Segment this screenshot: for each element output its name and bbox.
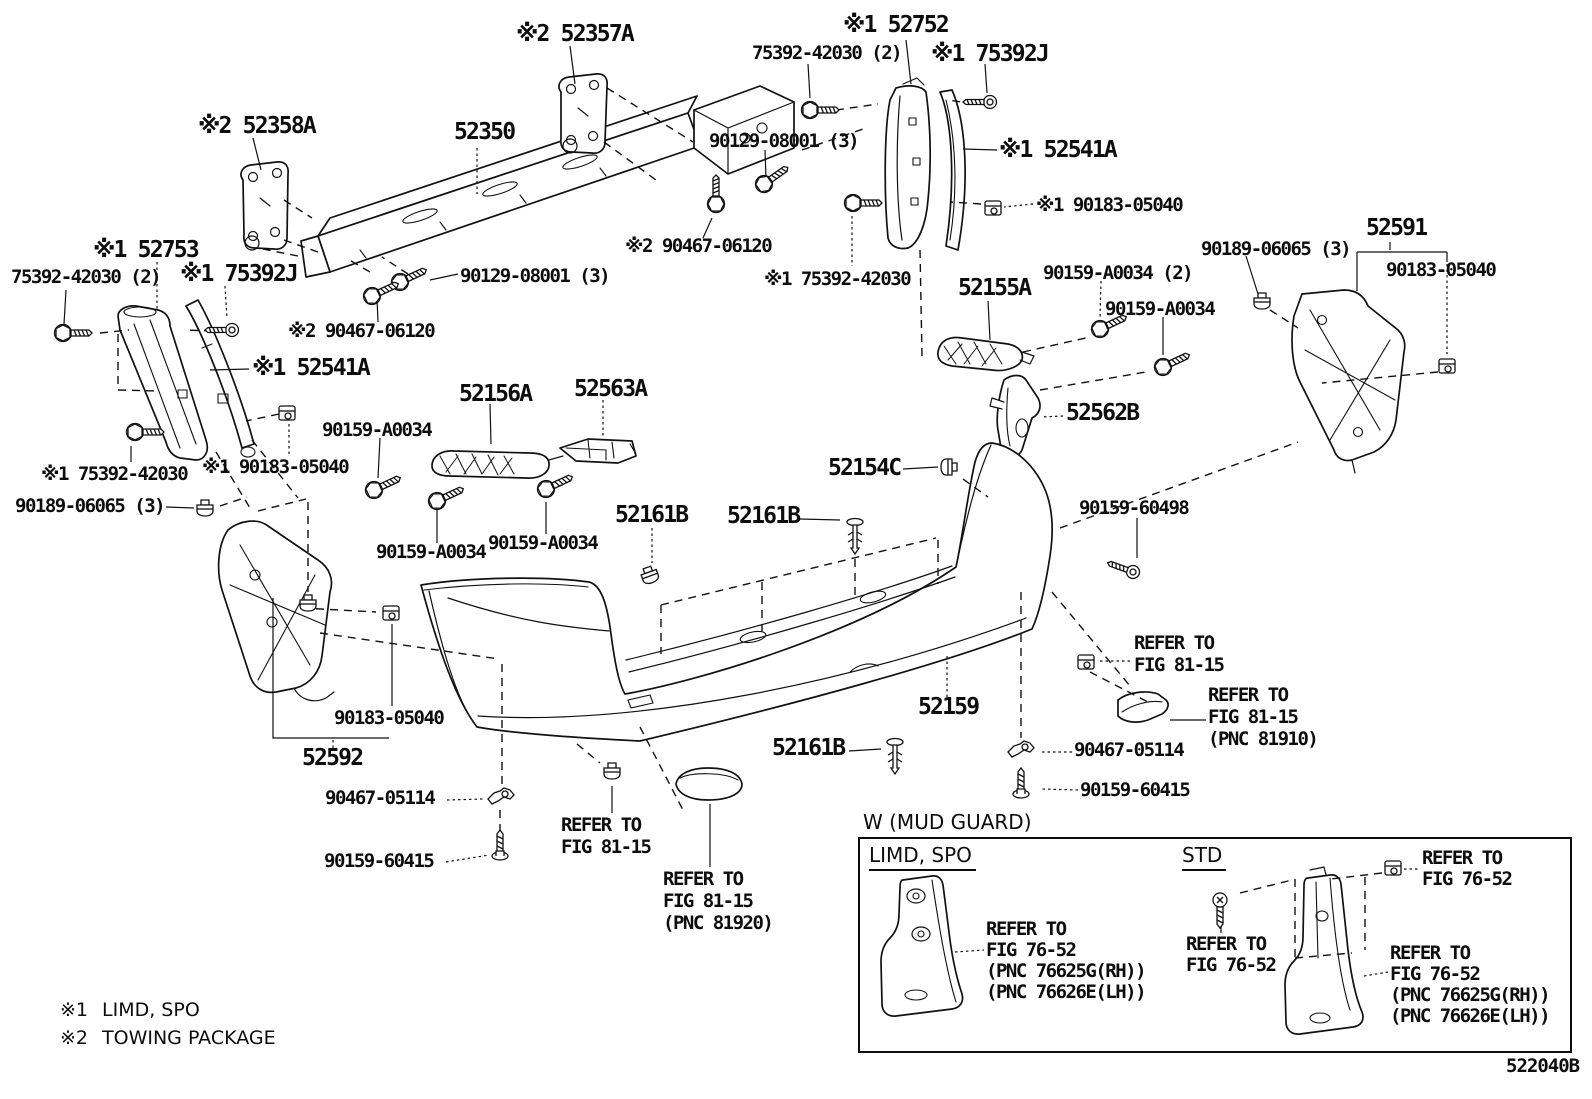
part-52563a-drawing	[559, 438, 637, 464]
label-90183-05040-bottom: 90183-05040	[334, 707, 445, 729]
part-mud-guard-limd-drawing	[880, 875, 964, 1017]
figure-code: 522040B	[1506, 1055, 1580, 1077]
mud-guard-box	[858, 837, 1572, 1053]
part-52591-drawing	[1291, 289, 1406, 474]
legend-symbol-2: ※2	[60, 1027, 89, 1049]
label-90183-05040-far-right: 90183-05040	[1386, 259, 1497, 281]
label-52753: ※1 52753	[93, 237, 200, 263]
label-52563a: 52563A	[574, 376, 648, 402]
label-90159-60498: 90159-60498	[1079, 497, 1190, 519]
label-90159-a0034-x2: 90159-A0034 (2)	[1043, 262, 1194, 284]
part-52358a-drawing	[240, 161, 289, 251]
legend-item-1: ※1 LIMD, SPO	[60, 999, 200, 1021]
part-pad-pnc81920-drawing	[675, 767, 743, 801]
label-refer-fig8115-right: REFER TO FIG 81-15	[1134, 632, 1225, 676]
label-90129-08001-mid: 90129-08001 (3)	[460, 265, 611, 287]
label-refer-fig8115-pnc81910: REFER TO FIG 81-15 (PNC 81910)	[1208, 684, 1319, 750]
dotted-leader-lines	[156, 148, 1448, 977]
label-90159-a0034-b1: 90159-A0034	[376, 541, 487, 563]
label-75392j-right: ※1 75392J	[931, 41, 1050, 67]
label-90189-06065-right: 90189-06065 (3)	[1201, 238, 1352, 260]
leader-lines	[63, 39, 1448, 933]
part-52155a-drawing	[937, 336, 1035, 372]
label-52591: 52591	[1366, 215, 1428, 241]
label-90129-08001-top: 90129-08001 (3)	[709, 130, 860, 152]
label-52155a: 52155A	[958, 275, 1032, 301]
legend-text-1: LIMD, SPO	[102, 999, 200, 1021]
label-52159: 52159	[918, 694, 980, 720]
assembly-dashed-lines	[99, 87, 1439, 959]
legend-symbol-1: ※1	[60, 999, 89, 1021]
label-52541a-left: ※1 52541A	[252, 355, 371, 381]
label-75392-42030-left: 75392-42030 (2)	[11, 266, 162, 288]
part-52592-drawing	[217, 520, 335, 702]
part-52562b-drawing	[989, 374, 1041, 459]
label-refer-fig8115-bottomleft: REFER TO FIG 81-15	[561, 814, 652, 858]
part-reflector-pnc81910-drawing	[1117, 691, 1169, 723]
label-90159-60415-left: 90159-60415	[324, 850, 435, 872]
part-52156a-drawing	[431, 450, 564, 479]
part-52752-drawing	[884, 77, 932, 250]
label-52541a-right: ※1 52541A	[999, 137, 1118, 163]
label-90159-a0034-b2: 90159-A0034	[488, 532, 599, 554]
label-90467-06120-top: ※2 90467-06120	[625, 235, 773, 257]
legend-item-2: ※2 TOWING PACKAGE	[60, 1027, 276, 1049]
label-90189-06065-left: 90189-06065 (3)	[15, 495, 166, 517]
label-refer-fig8115-pnc81920: REFER TO FIG 81-15 (PNC 81920)	[663, 868, 774, 934]
part-52541a-right-drawing	[939, 89, 966, 251]
label-75392-42030-mid: ※1 75392-42030	[41, 463, 189, 485]
label-90467-05114-right: 90467-05114	[1074, 739, 1185, 761]
label-75392-42030-top: 75392-42030 (2)	[752, 42, 903, 64]
label-75392-42030-right: ※1 75392-42030	[764, 268, 912, 290]
label-90467-05114-left: 90467-05114	[325, 787, 436, 809]
part-mud-guard-std-drawing	[1284, 866, 1364, 1035]
label-90159-a0034-left: 90159-A0034	[322, 419, 433, 441]
mud-guard-ref-limd: REFER TO FIG 76-52 (PNC 76625G(RH)) (PNC…	[986, 918, 1147, 1003]
label-90183-05040-mid: ※1 90183-05040	[202, 456, 350, 478]
label-90183-05040-right: ※1 90183-05040	[1036, 194, 1184, 216]
label-52161b-3: 52161B	[772, 735, 846, 761]
label-52154c: 52154C	[828, 455, 902, 481]
mud-guard-ref-std-screw: REFER TO FIG 76-52	[1186, 933, 1277, 976]
label-52161b-1: 52161B	[615, 502, 689, 528]
label-52350: 52350	[454, 119, 516, 145]
label-52156a: 52156A	[459, 381, 533, 407]
label-52592: 52592	[302, 745, 364, 771]
label-52161b-2: 52161B	[727, 503, 801, 529]
label-52752: ※1 52752	[843, 12, 950, 38]
part-52159-drawing	[420, 442, 1053, 742]
legend-text-2: TOWING PACKAGE	[102, 1027, 276, 1049]
label-90467-06120-mid: ※2 90467-06120	[288, 320, 436, 342]
label-52358a: ※2 52358A	[198, 113, 317, 139]
label-90159-a0034-right: 90159-A0034	[1105, 298, 1216, 320]
mud-guard-ref-std-guard: REFER TO FIG 76-52 (PNC 76625G(RH)) (PNC…	[1390, 942, 1551, 1027]
label-75392j-left: ※1 75392J	[180, 261, 299, 287]
mud-guard-ref-std-clip: REFER TO FIG 76-52	[1422, 847, 1513, 890]
label-52357a: ※2 52357A	[516, 21, 635, 47]
label-52562b: 52562B	[1066, 400, 1140, 426]
mud-guard-title: W (MUD GUARD)	[863, 810, 1032, 834]
mud-guard-variant-std: STD	[1182, 843, 1227, 871]
part-52357a-drawing	[558, 73, 608, 154]
label-90159-60415-right: 90159-60415	[1080, 779, 1191, 801]
part-52753-drawing	[117, 305, 209, 461]
mud-guard-variant-limd: LIMD, SPO	[869, 843, 976, 871]
